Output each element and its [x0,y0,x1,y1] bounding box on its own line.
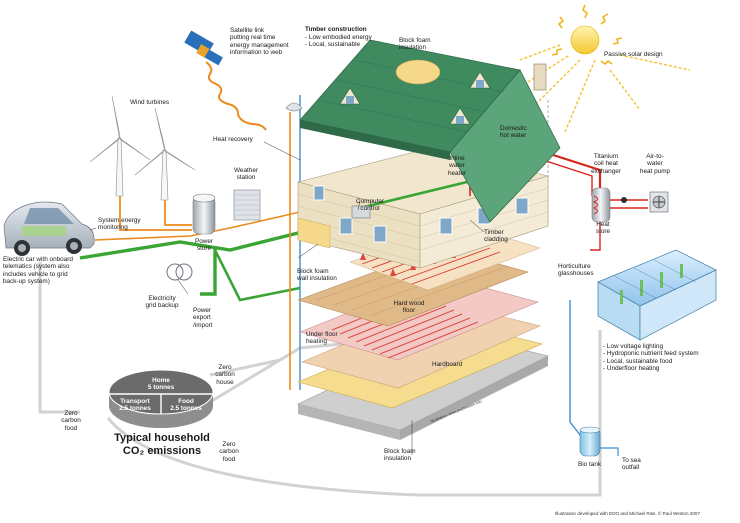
domestic-hot-water-label: Domestic hot water [500,125,527,140]
horticulture-label: Horticulture glasshouses [558,263,594,278]
timber-cladding-label: Timber cladding [484,229,508,244]
heat-store-label: Heat store [595,221,611,236]
bio-tank-label: Bio tank [578,461,602,468]
timber-construction-list: - Low embodied energy - Local, sustainab… [305,34,372,49]
sea-outfall-pipe [600,447,619,456]
under-floor-heating-label: Under floor heating [306,331,338,346]
zero-carbon-food-left-label: Zero carbon food [61,410,81,432]
power-export-import-label: Power export /import [193,307,213,329]
wall-insulation-label: Block foam wall insulation [297,268,337,283]
computer-control-label: Computer control [355,198,385,213]
electric-car-label: Electric car with onboard telematics (sy… [3,256,73,286]
satellite-signal [205,61,267,131]
base-insulation-label: Block foam insulation [384,448,416,463]
weather-station-label: Weather station [233,167,259,182]
pie-transport-label: Transport 2.5 tonnes [119,398,151,413]
passive-solar-label: Passive solar design [604,51,663,58]
bio-tank-icon [579,426,601,457]
wind-turbines-label: Wind turbines [130,99,170,106]
heat-recovery-label: Heat recovery [213,136,253,143]
hardboard-label: Hardboard [432,361,463,368]
horticulture-features-list: - Low voltage lighting - Hydroponic nutr… [603,343,699,373]
system-energy-monitoring-label: System energy monitoring [98,217,141,232]
co2-pie-chart [108,369,214,428]
titanium-coil-label: Titanium coil heat exchanger [591,153,621,175]
electricity-grid-icon [166,263,193,281]
valve-icon [621,197,627,203]
sea-outfall-label: To sea outfall [622,457,641,472]
roof-insulation-label: Block foam insulation [399,37,431,52]
pie-food-label: Food 2.5 tonnes [170,398,202,413]
satellite-link-label: Satellite link putting real time energy … [230,27,289,57]
pie-home-label: Home 5 tonnes [147,377,175,392]
inline-water-heater-label: Inline water heater [447,155,467,177]
air-to-water-heat-pump-label: Air-to- water heat pump [639,153,671,175]
hard-wood-floor-label: Hard wood floor [393,300,425,315]
hot-pipe-to-glasshouse [590,222,601,251]
leader-lines [89,141,485,455]
power-store-label: Power store [194,238,214,253]
electricity-grid-backup-label: Electricity grid backup [145,295,179,310]
satellite-dish-icon [285,102,303,112]
satellite-icon [184,30,223,66]
timber-construction-title: Timber construction [305,26,367,33]
illustration-credit: Illustration developed with EDO and Mich… [555,511,701,516]
heat-pump-pipes [610,199,648,209]
zero-carbon-food-right-label: Zero carbon food [219,441,239,463]
heat-pump-fan-icon [649,191,669,213]
weather-station-icon [233,189,261,221]
glasshouse-icon [597,249,717,341]
electric-car-icon [3,201,95,256]
power-store-tank-icon [192,193,216,235]
house-illustration [296,39,602,440]
zero-carbon-house-label: Zero carbon house [215,364,235,386]
wind-turbine-icon [89,95,196,201]
water-pipe-to-bio-tank [569,300,585,441]
heat-store-tank-icon [591,187,611,223]
pie-chart-title: Typical household CO₂ emissions [114,432,210,457]
